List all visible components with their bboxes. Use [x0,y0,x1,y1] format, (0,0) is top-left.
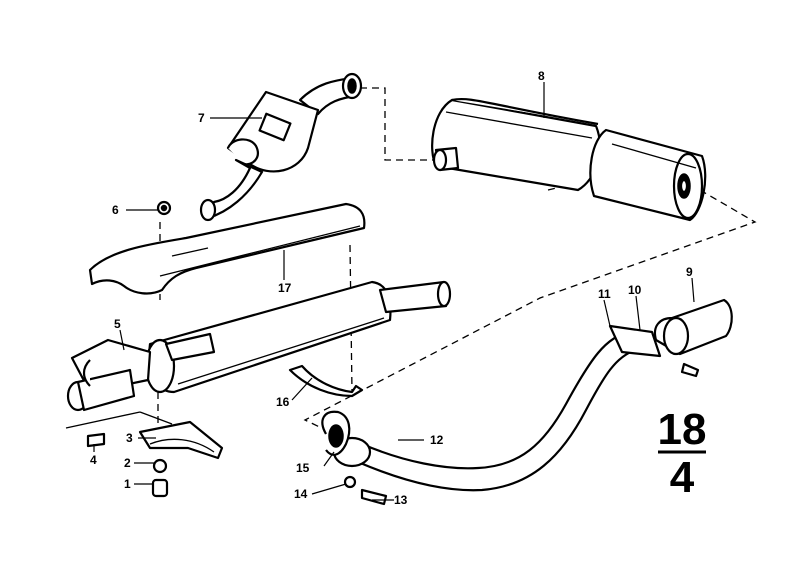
callout-12: 12 [430,433,444,447]
callout-17: 17 [278,281,292,295]
page-number: 18 4 [658,405,707,502]
callout-16: 16 [276,395,290,409]
callout-10: 10 [628,283,642,297]
intermediate-pipe-assembly [321,298,733,506]
callout-7: 7 [198,111,205,125]
callout-6: 6 [112,203,119,217]
part-5-middle-silencer [66,280,452,412]
page-number-top: 18 [658,405,707,454]
callout-15: 15 [296,461,310,475]
part-6-nut [156,200,172,216]
part-7-front-silencer-pipe [199,72,363,222]
callout-1: 1 [124,477,131,491]
callout-5: 5 [114,317,121,331]
callout-13: 13 [394,493,408,507]
callout-2: 2 [124,456,131,470]
bracket-parts [65,411,224,498]
callout-4: 4 [90,453,97,467]
callout-leader-lines [93,82,695,501]
page-number-bottom: 4 [670,453,695,502]
callout-3: 3 [126,431,133,445]
part-8-rear-silencer [431,97,707,222]
callout-labels: 1 2 3 4 5 6 7 8 9 10 11 12 13 14 15 16 1… [90,69,693,507]
part-16-clamp-strap [288,364,364,398]
callout-8: 8 [538,69,545,83]
callout-9: 9 [686,265,693,279]
callout-14: 14 [294,487,308,501]
part-17-heat-shield [88,202,366,295]
callout-11: 11 [598,287,611,301]
